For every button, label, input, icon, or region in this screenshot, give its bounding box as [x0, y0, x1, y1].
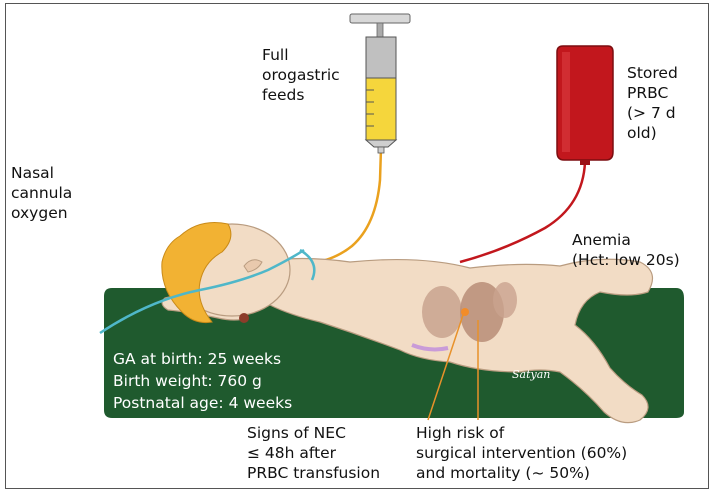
feeds-label: Full orogastric feeds [262, 45, 340, 105]
artist-signature: Satyan [512, 368, 550, 381]
birth-weight: Birth weight: 760 g [113, 371, 262, 392]
anemia-label: Anemia (Hct: low 20s) [572, 230, 680, 270]
risk-label: High risk of surgical intervention (60%)… [416, 423, 627, 483]
syringe-icon [350, 14, 410, 153]
feeding-tube [304, 148, 381, 264]
ga-at-birth: GA at birth: 25 weeks [113, 349, 281, 370]
prbc-label: Stored PRBC (> 7 d old) [627, 63, 678, 143]
oxygen-label: Nasal cannula oxygen [11, 163, 72, 223]
nec-label: Signs of NEC ≤ 48h after PRBC transfusio… [247, 423, 380, 483]
postnatal-age: Postnatal age: 4 weeks [113, 393, 292, 414]
blood-bag-icon [557, 46, 613, 165]
transfusion-line [460, 162, 585, 262]
